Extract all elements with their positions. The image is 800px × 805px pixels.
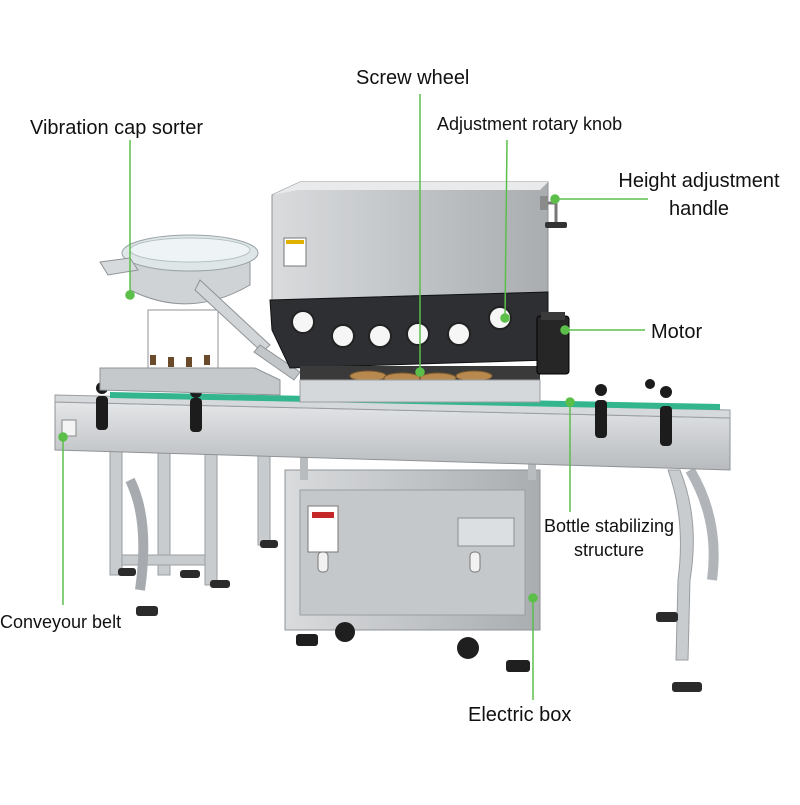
leveling-feet-left [118, 540, 278, 616]
conveyor-legs-right [667, 467, 719, 661]
conveyor-legs-left [109, 444, 271, 591]
label-vibration-cap-sorter: Vibration cap sorter [30, 117, 204, 139]
electric-box [284, 440, 541, 631]
label-bottle-stabilizing-line1: Bottle stabilizing [543, 516, 675, 536]
casters [296, 622, 530, 672]
label-height-adjustment-handle: Height adjustment handle [604, 169, 794, 221]
cap-sorter-stand [99, 309, 281, 396]
conveyor-beam [54, 392, 731, 471]
gauge-plate [269, 291, 549, 369]
label-electric-box: Electric box [468, 704, 572, 726]
screw-wheels [299, 366, 541, 403]
capping-head-housing [271, 181, 549, 301]
motor [536, 312, 570, 375]
label-adjustment-rotary-knob: Adjustment rotary knob [437, 114, 623, 134]
guide-rail-clamps [96, 379, 672, 446]
leader-lines [58, 94, 648, 700]
label-height-adjustment-line2: handle [668, 198, 730, 220]
leader-adjustment-rotary-knob [504, 139, 508, 319]
label-conveyor-belt: Conveyour belt [0, 612, 122, 632]
leveling-feet-right [656, 612, 702, 692]
label-screw-wheel: Screw wheel [356, 67, 470, 89]
label-bottle-stabilizing-structure: Bottle stabilizing structure [534, 516, 684, 561]
label-height-adjustment-line1: Height adjustment [618, 170, 780, 192]
vibration-bowl [99, 234, 301, 381]
label-bottle-stabilizing-line2: structure [573, 539, 645, 560]
label-motor: Motor [651, 321, 703, 343]
